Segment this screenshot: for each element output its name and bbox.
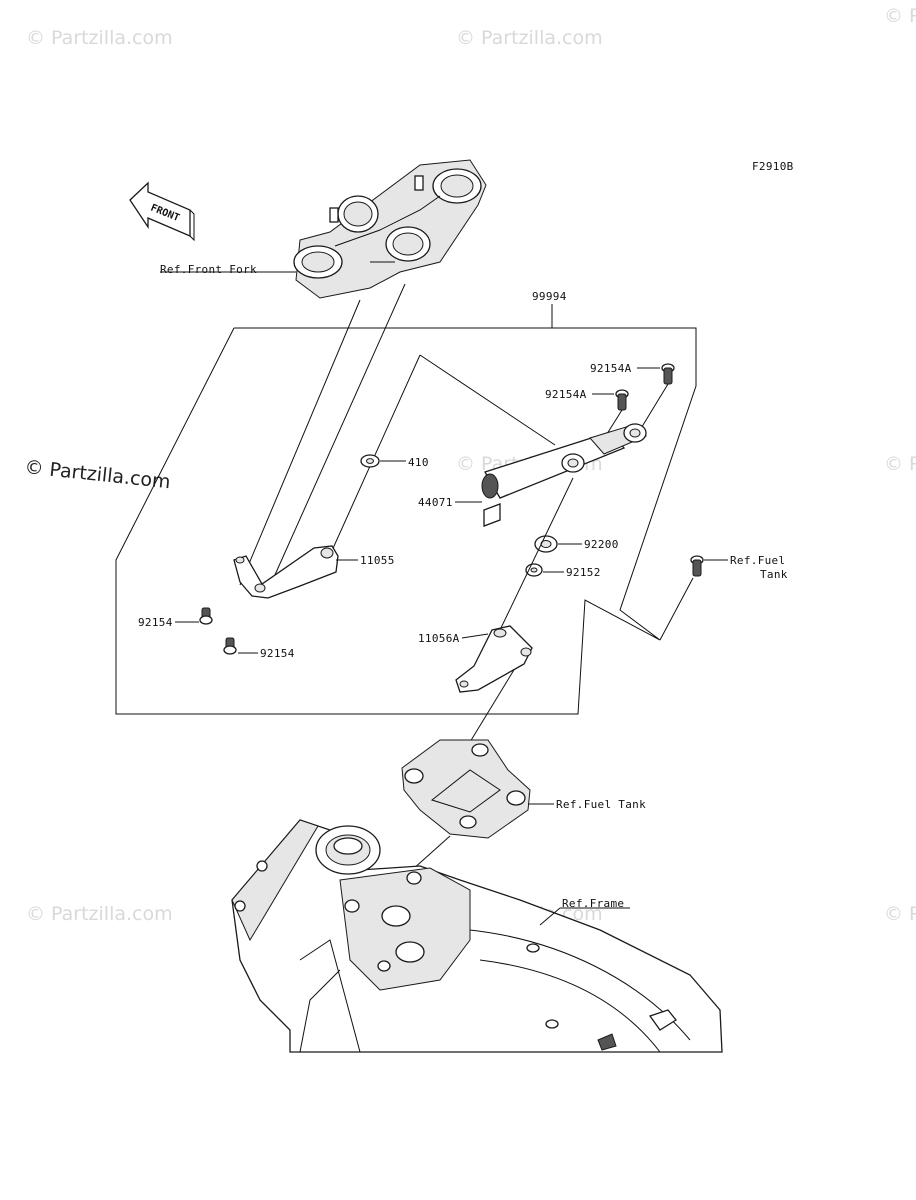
leader-ref-frame-pointer (539, 907, 561, 926)
leader-92154A-top-axis (639, 383, 669, 431)
label-11055: 11055 (360, 554, 395, 567)
bracket-11055 (233, 545, 339, 599)
front-fork-clamp (293, 159, 487, 299)
label-92154-left: 92154 (138, 616, 173, 629)
bolt-ref-fuel-tank (690, 555, 704, 577)
motorcycle-frame (231, 819, 723, 1053)
label-92154-lower: 92154 (260, 647, 295, 660)
bushing-92200 (534, 535, 558, 553)
label-ref-fuel-tank-side-1: Ref.Fuel (730, 554, 785, 567)
front-arrow-icon: FRONT (129, 181, 195, 242)
label-ref-fuel-tank-lower: Ref.Fuel Tank (556, 798, 646, 811)
watermark-top-center: © Partzilla.com (456, 27, 603, 49)
watermark-top-right: © Partzilla.com (884, 5, 916, 27)
leader-damper-top (419, 354, 556, 446)
label-92200: 92200 (584, 538, 619, 551)
leader-clamp-right (269, 283, 406, 587)
label-92154A-mid: 92154A (545, 388, 587, 401)
label-92152: 92152 (566, 566, 601, 579)
label-410: 410 (408, 456, 429, 469)
leader-frame-axis (411, 835, 451, 871)
watermark-lower-left: © Partzilla.com (26, 903, 173, 925)
steering-damper-44071 (481, 423, 647, 527)
label-ref-front-fork: Ref.Front Fork (160, 263, 257, 276)
leader-11056A (461, 633, 489, 639)
leader-washer (329, 354, 421, 556)
bolt-92154A-top (661, 363, 675, 385)
washer-410 (360, 454, 380, 468)
watermark-dark: © Partzilla.com (23, 456, 171, 493)
watermark-mid-right: © Partzilla.com (884, 453, 916, 475)
leader-11056A-axis (469, 659, 521, 743)
bolt-92154-left (199, 607, 213, 625)
bracket-11056A (455, 625, 533, 693)
label-ref-frame: Ref.Frame (562, 897, 624, 910)
bolt-92154A-mid (615, 389, 629, 411)
bolt-92154-lower (223, 637, 237, 655)
label-99994: 99994 (532, 290, 567, 303)
leader-damper-axis (499, 477, 574, 631)
leader-clamp-left (239, 299, 361, 586)
label-44071: 44071 (418, 496, 453, 509)
label-92154A-top: 92154A (590, 362, 632, 375)
label-11056A: 11056A (418, 632, 460, 645)
label-ref-fuel-tank-side-2: Tank (760, 568, 788, 581)
fuel-tank-bracket (401, 739, 531, 839)
kit-outline (115, 304, 697, 715)
watermark-lower-right: © Partzilla.com (884, 903, 916, 925)
watermark-top-left: © Partzilla.com (26, 27, 173, 49)
leader-ref-fuel-tank-axis (659, 577, 694, 641)
figure-code: F2910B (752, 160, 794, 173)
